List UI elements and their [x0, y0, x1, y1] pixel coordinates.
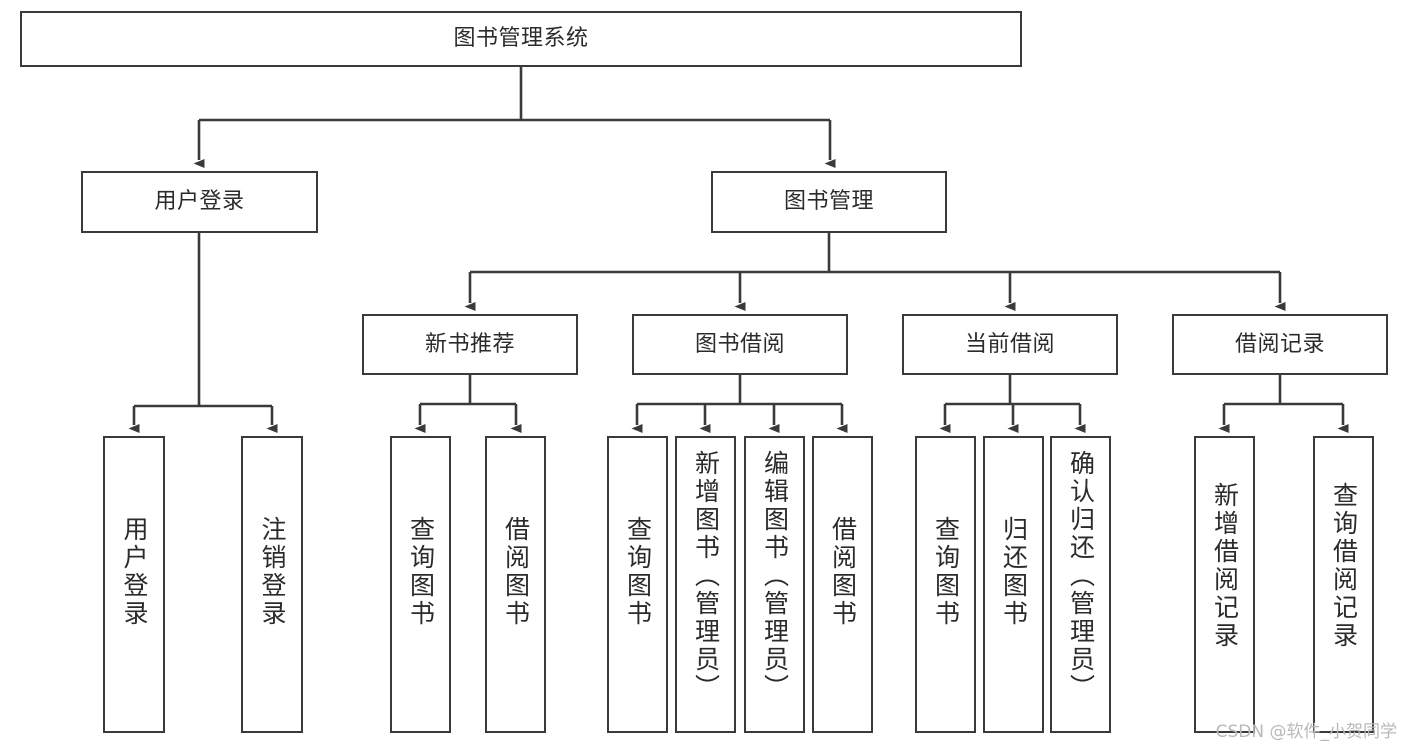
node-book-management-label: 图书管理 [783, 189, 874, 214]
leaf-edit-book-admin-label: 编辑图书（管理员） [760, 450, 790, 702]
leaf-confirm-return-admin-label: 确认归还（管理员） [1066, 450, 1096, 702]
leaf-query-book-borrow[interactable]: 查询图书 [607, 436, 668, 733]
leaf-query-book-newbooks-label: 查询图书 [406, 516, 436, 628]
leaf-query-borrow-record-label: 查询借阅记录 [1329, 482, 1359, 650]
node-new-book-recommend-label: 新书推荐 [424, 331, 515, 357]
leaf-edit-book-admin[interactable]: 编辑图书（管理员） [744, 436, 805, 733]
leaf-logout[interactable]: 注销登录 [241, 436, 303, 733]
node-user-login-label: 用户登录 [154, 189, 245, 214]
node-book-management[interactable]: 图书管理 [711, 171, 947, 233]
node-root-label: 图书管理系统 [453, 26, 589, 51]
leaf-borrow-book-newbooks-label: 借阅图书 [501, 516, 531, 628]
node-new-book-recommend[interactable]: 新书推荐 [362, 314, 578, 375]
node-current-borrow[interactable]: 当前借阅 [902, 314, 1118, 375]
node-current-borrow-label: 当前借阅 [964, 331, 1055, 357]
node-borrow-record[interactable]: 借阅记录 [1172, 314, 1388, 375]
leaf-return-book-label: 归还图书 [999, 516, 1029, 628]
leaf-user-login-label: 用户登录 [120, 516, 149, 628]
leaf-return-book[interactable]: 归还图书 [983, 436, 1044, 733]
leaf-query-borrow-record[interactable]: 查询借阅记录 [1313, 436, 1374, 733]
leaf-confirm-return-admin[interactable]: 确认归还（管理员） [1050, 436, 1111, 733]
leaf-add-book-admin[interactable]: 新增图书（管理员） [675, 436, 736, 733]
leaf-borrow-book-label: 借阅图书 [828, 516, 858, 628]
leaf-borrow-book[interactable]: 借阅图书 [812, 436, 873, 733]
leaf-query-book-current-label: 查询图书 [931, 516, 961, 628]
node-user-login[interactable]: 用户登录 [81, 171, 318, 233]
leaf-add-borrow-record-label: 新增借阅记录 [1210, 482, 1240, 650]
node-borrow-record-label: 借阅记录 [1234, 331, 1325, 357]
leaf-query-book-current[interactable]: 查询图书 [915, 436, 976, 733]
node-root[interactable]: 图书管理系统 [20, 11, 1022, 67]
leaf-add-book-admin-label: 新增图书（管理员） [691, 450, 721, 702]
node-book-borrow-label: 图书借阅 [694, 331, 785, 357]
leaf-query-book-newbooks[interactable]: 查询图书 [390, 436, 451, 733]
leaf-query-book-borrow-label: 查询图书 [623, 516, 653, 628]
leaf-user-login[interactable]: 用户登录 [103, 436, 165, 733]
leaf-add-borrow-record[interactable]: 新增借阅记录 [1194, 436, 1255, 733]
node-book-borrow[interactable]: 图书借阅 [632, 314, 848, 375]
leaf-borrow-book-newbooks[interactable]: 借阅图书 [485, 436, 546, 733]
leaf-logout-label: 注销登录 [258, 516, 287, 628]
watermark: CSDN @软件_小贺同学 [1215, 722, 1397, 742]
